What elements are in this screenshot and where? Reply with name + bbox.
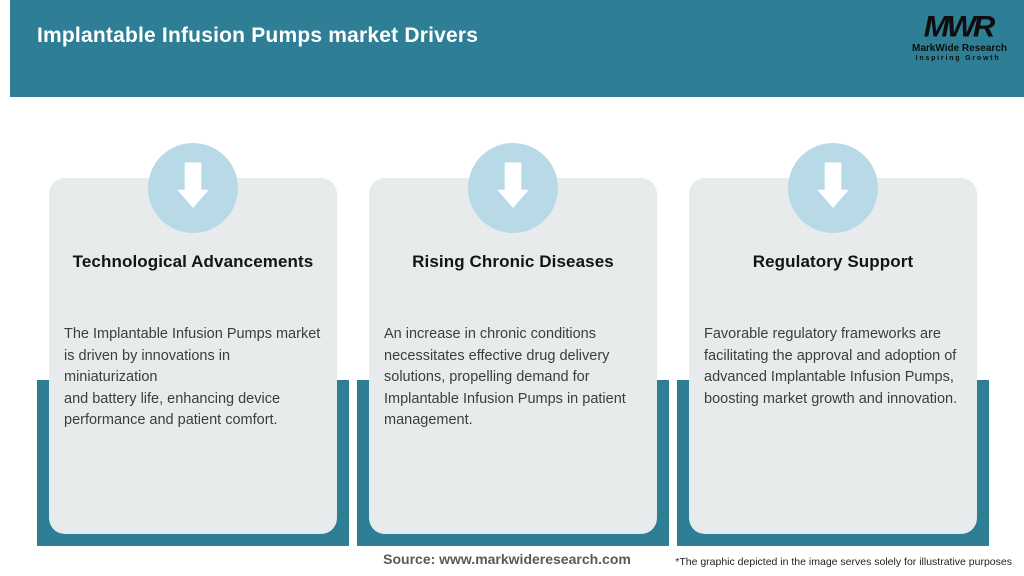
card-title: Regulatory Support <box>752 252 914 271</box>
header-bar: Implantable Infusion Pumps market Driver… <box>10 0 1024 97</box>
driver-card-rising-chronic-diseases: Rising Chronic Diseases An increase in c… <box>369 178 657 534</box>
down-arrow-badge <box>468 143 558 233</box>
card-body: Favorable regulatory frameworks are faci… <box>704 326 958 407</box>
card-title: Technological Advancements <box>72 252 314 271</box>
driver-card-regulatory-support: Regulatory Support Favorable regulatory … <box>689 178 977 534</box>
logo-name: MarkWide Research <box>912 43 1007 54</box>
down-arrow-badge <box>788 143 878 233</box>
down-arrow-icon <box>177 162 209 208</box>
logo-tagline: Inspiring Growth <box>915 55 1001 62</box>
card-body: An increase in chronic conditions necess… <box>384 326 626 428</box>
card-title: Rising Chronic Diseases <box>412 252 614 271</box>
down-arrow-badge <box>148 143 238 233</box>
card-body: The Implantable Infusion Pumps market is… <box>64 326 321 428</box>
markwide-logo: MWR MarkWide Research Inspiring Growth <box>912 9 1007 62</box>
down-arrow-icon <box>817 162 849 208</box>
disclaimer-text: *The graphic depicted in the image serve… <box>675 556 1012 568</box>
page-title: Implantable Infusion Pumps market Driver… <box>37 24 479 47</box>
mwr-monogram-icon: MWR <box>923 9 995 44</box>
driver-card-technological-advancements: Technological Advancements The Implantab… <box>49 178 337 534</box>
down-arrow-icon <box>497 162 529 208</box>
source-text: Source: www.markwideresearch.com <box>383 551 631 567</box>
